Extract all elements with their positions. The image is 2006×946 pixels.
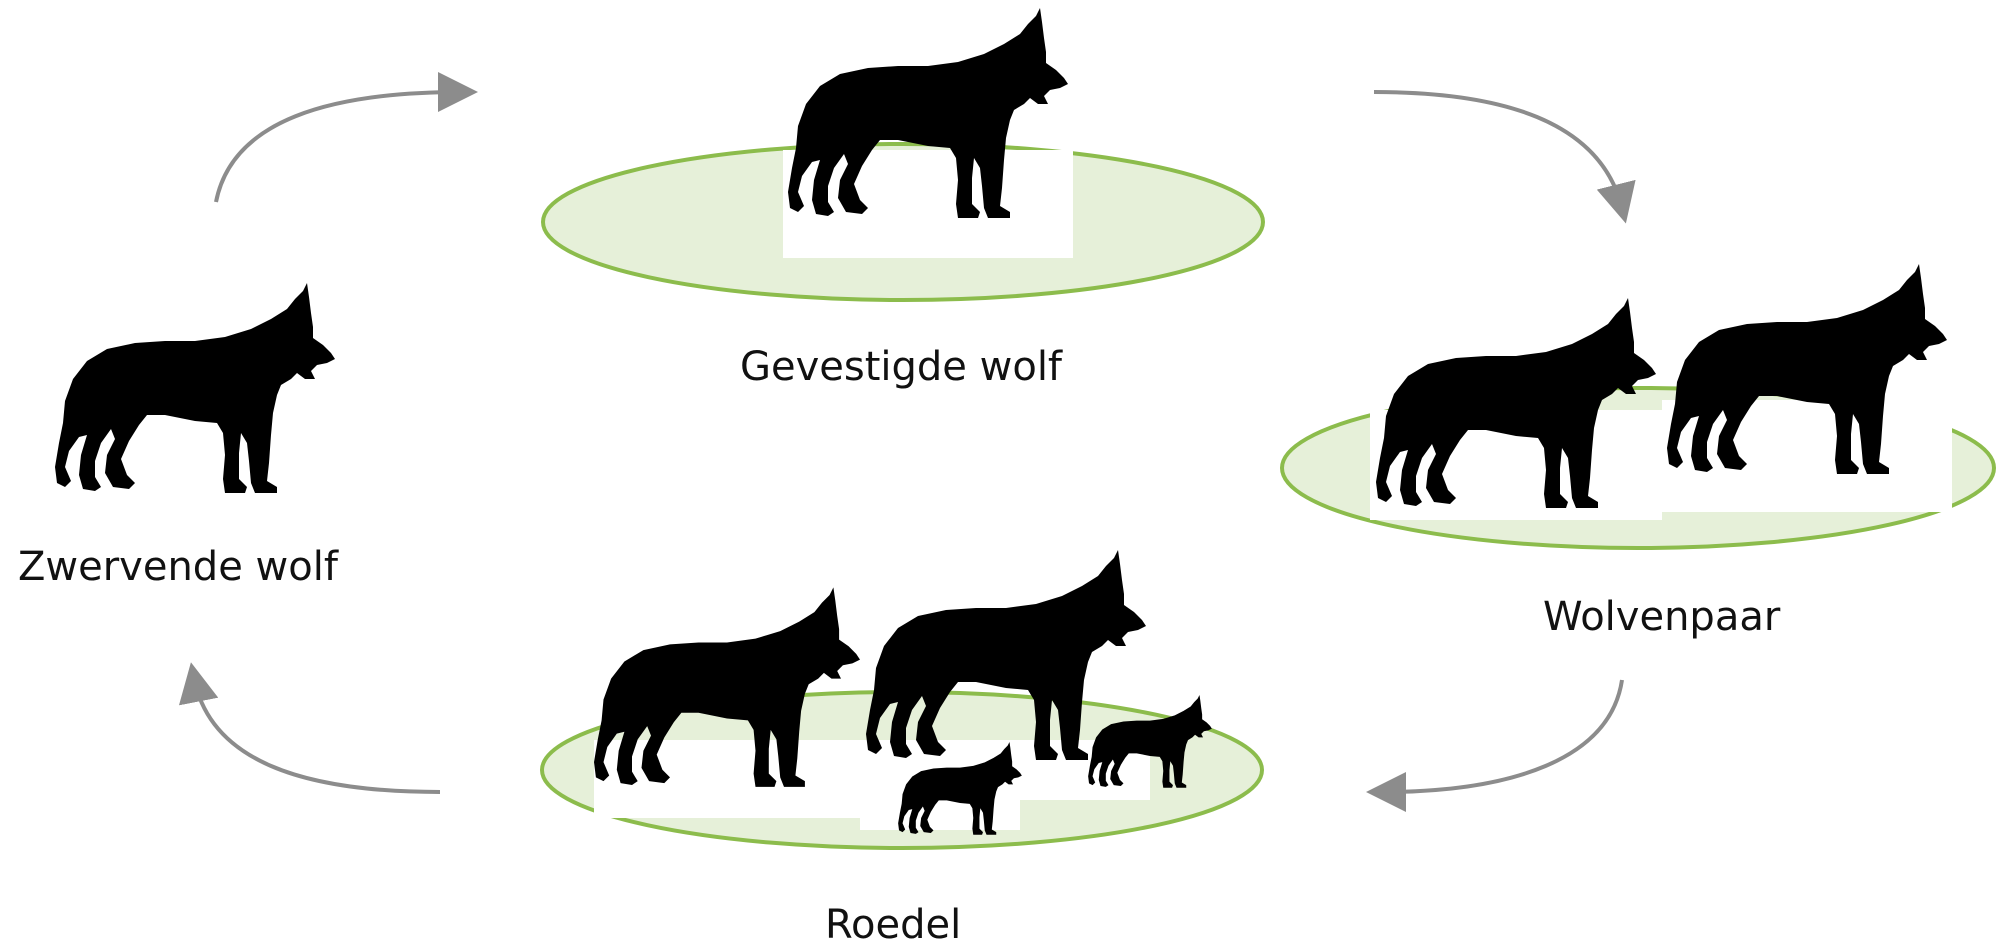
stage-label-paar: Wolvenpaar — [1543, 594, 1781, 640]
wolf-silhouette-icon-zwervende — [55, 283, 335, 493]
cycle-arrow-icon-zwervende-to-gevestigde — [216, 92, 462, 202]
stage-label-zwervende: Zwervende wolf — [18, 544, 339, 590]
cycle-arrow-icon-paar-to-roedel — [1382, 680, 1622, 792]
stage-label-gevestigde: Gevestigde wolf — [740, 344, 1063, 390]
stage-label-roedel: Roedel — [825, 902, 961, 946]
cycle-arrow-icon-roedel-to-zwervende — [194, 678, 440, 792]
cycle-arrow-icon-gevestigde-to-paar — [1374, 92, 1622, 208]
